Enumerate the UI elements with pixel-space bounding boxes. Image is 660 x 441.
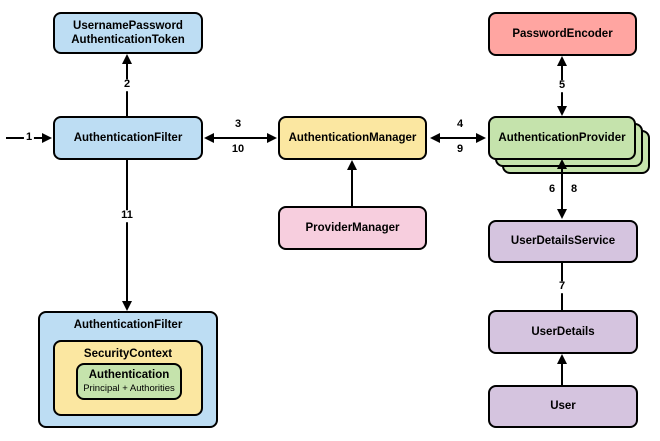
arrowhead-icon bbox=[204, 133, 214, 143]
node-label: SecurityContext bbox=[83, 348, 173, 360]
arrowhead-icon bbox=[347, 160, 357, 170]
arrowhead-icon bbox=[122, 54, 132, 64]
node-label: Authentication bbox=[88, 369, 170, 382]
node-sublabel: Principal + Authorities bbox=[83, 382, 175, 394]
node-user-details: UserDetails bbox=[488, 310, 638, 354]
edge-label-6: 6 bbox=[546, 183, 558, 196]
arrowhead-icon bbox=[267, 133, 277, 143]
edge-label-3: 3 bbox=[232, 118, 244, 131]
edge-label-1: 1 bbox=[23, 131, 35, 144]
node-label: UsernamePassword AuthenticationToken bbox=[71, 19, 185, 46]
node-label: PasswordEncoder bbox=[512, 27, 613, 40]
arrow-provider-manager-line bbox=[351, 166, 353, 206]
edge-label-2: 2 bbox=[121, 78, 133, 91]
edge-label-8: 8 bbox=[568, 183, 580, 196]
arrowhead-icon bbox=[557, 106, 567, 116]
node-username-password-authentication-token: UsernamePassword AuthenticationToken bbox=[53, 12, 203, 54]
node-user-details-service: UserDetailsService bbox=[488, 220, 638, 263]
node-authentication: Authentication Principal + Authorities bbox=[76, 363, 182, 400]
arrow-6-8-line bbox=[561, 165, 563, 213]
edge-label-4: 4 bbox=[454, 118, 466, 131]
node-authentication-filter-result: AuthenticationFilter SecurityContext Aut… bbox=[38, 311, 218, 428]
arrow-user-userdetails-line bbox=[561, 360, 563, 385]
arrowhead-icon bbox=[557, 159, 567, 169]
arrow-11-line bbox=[126, 160, 128, 302]
arrowhead-icon bbox=[557, 56, 567, 66]
node-label: AuthenticationFilter bbox=[73, 131, 183, 144]
edge-label-7: 7 bbox=[556, 280, 568, 293]
node-label: AuthenticationManager bbox=[288, 131, 417, 144]
node-authentication-provider: AuthenticationProvider bbox=[488, 116, 636, 160]
arrowhead-icon bbox=[476, 133, 486, 143]
node-security-context: SecurityContext Authentication Principal… bbox=[53, 340, 203, 416]
node-user: User bbox=[488, 385, 638, 428]
node-password-encoder: PasswordEncoder bbox=[488, 12, 637, 56]
arrowhead-icon bbox=[122, 301, 132, 311]
node-label: ProviderManager bbox=[305, 221, 400, 234]
node-label: UserDetails bbox=[531, 325, 595, 338]
arrowhead-icon bbox=[42, 133, 52, 143]
arrowhead-icon bbox=[430, 133, 440, 143]
node-authentication-manager: AuthenticationManager bbox=[278, 116, 427, 160]
edge-label-9: 9 bbox=[454, 143, 466, 156]
edge-label-10: 10 bbox=[229, 143, 247, 156]
edge-label-5: 5 bbox=[556, 79, 568, 92]
arrowhead-icon bbox=[557, 354, 567, 364]
node-authentication-filter: AuthenticationFilter bbox=[53, 116, 203, 160]
arrow-4-9-line bbox=[438, 137, 478, 139]
arrowhead-icon bbox=[557, 209, 567, 219]
node-label: AuthenticationFilter bbox=[73, 319, 183, 331]
node-label: User bbox=[550, 400, 576, 413]
arrow-3-10-line bbox=[210, 137, 270, 139]
edge-label-11: 11 bbox=[119, 209, 135, 222]
node-label: AuthenticationProvider bbox=[498, 131, 626, 144]
node-label: UserDetailsService bbox=[510, 235, 616, 248]
node-provider-manager: ProviderManager bbox=[278, 206, 427, 250]
